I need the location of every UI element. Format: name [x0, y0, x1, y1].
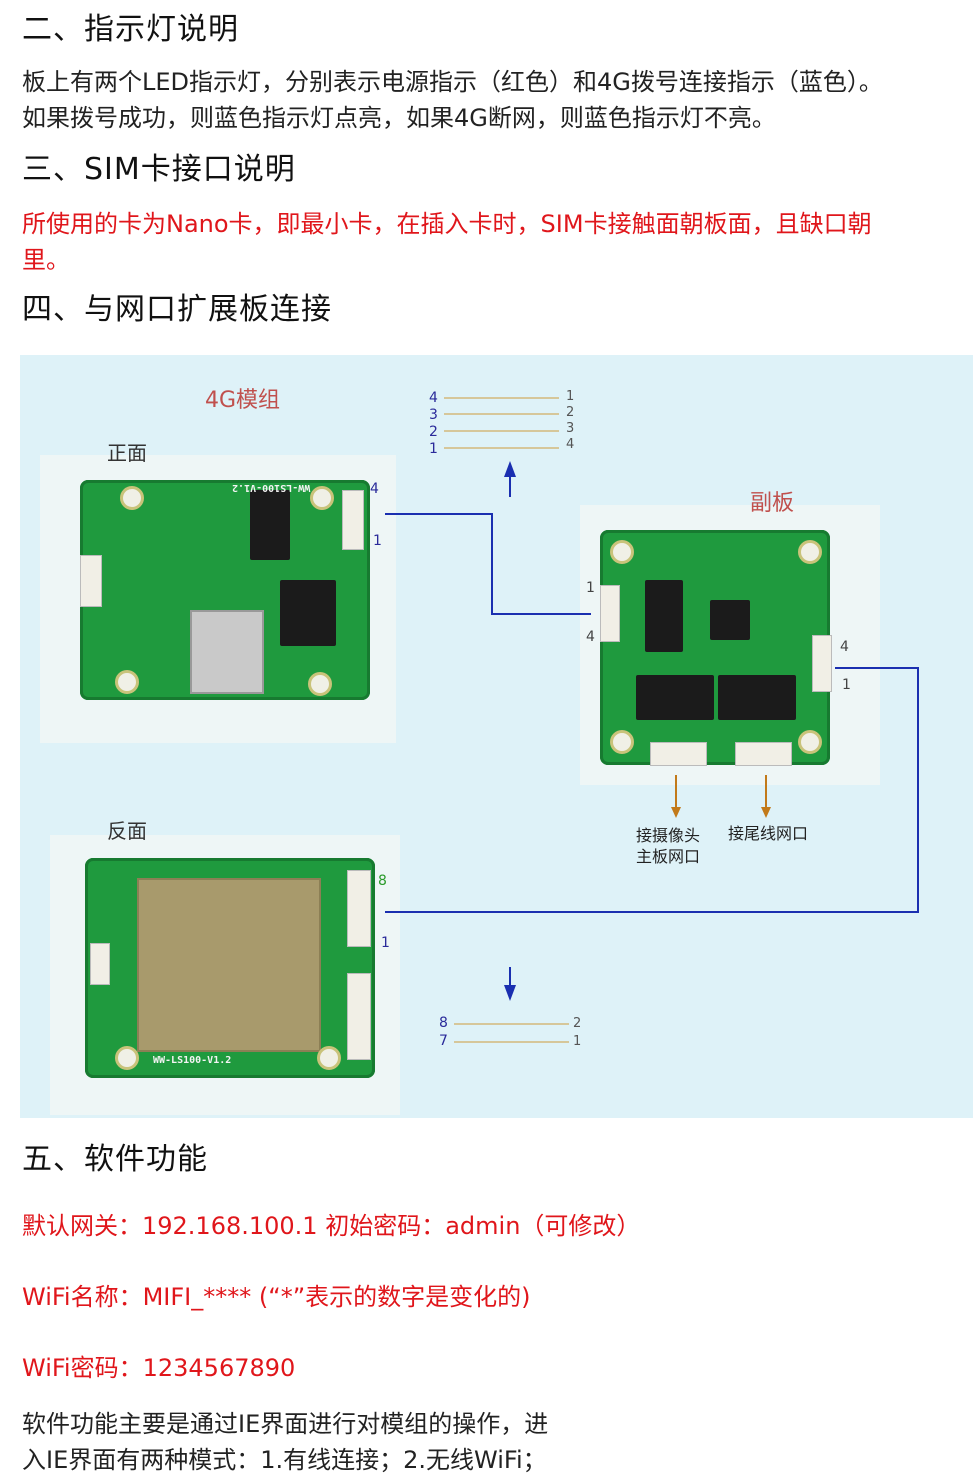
back-board: WW-LS100-V1.2: [85, 858, 375, 1078]
connection-line-top: [385, 513, 493, 515]
caption-camera-2: 主板网口: [636, 847, 701, 866]
arrow-down-orange-icon: [671, 775, 681, 818]
wire-right-2: 2: [566, 405, 575, 420]
wire-right-1b: 1: [573, 1034, 582, 1049]
led-text-2: 如果拨号成功，则蓝色指示灯点亮，如果4G断网，则蓝色指示灯不亮。: [22, 104, 776, 132]
software-text-1: 软件功能主要是通过IE界面进行对模组的操作，进: [22, 1410, 549, 1438]
front-label: 正面: [107, 441, 147, 465]
back-pin-8: 8: [378, 873, 387, 889]
wire-right-3: 3: [566, 421, 575, 436]
section-2-title: 二、指示灯说明: [22, 12, 239, 47]
sub-label: 副板: [750, 491, 795, 516]
wifi-name-text: WiFi名称：MIFI_**** (“*”表示的数字是变化的): [22, 1283, 531, 1311]
section-3-title: 三、SIM卡接口说明: [22, 152, 296, 187]
arrow-down-icon: [504, 967, 516, 1001]
software-text-2: 入IE界面有两种模式：1.有线连接；2.无线WiFi；: [22, 1446, 547, 1474]
connection-diagram: 4G模组 正面 副板 反面 WW-LS100-V1.2 4 1 1 4 4 1 …: [20, 355, 973, 1118]
caption-camera-1: 接摄像头: [636, 826, 701, 845]
wire-left-1: 1: [429, 441, 438, 457]
back-label: 反面: [107, 819, 147, 843]
wire-left-8: 8: [439, 1015, 448, 1031]
section-5-title: 五、软件功能: [22, 1142, 208, 1177]
led-text-1: 板上有两个LED指示灯，分别表示电源指示（红色）和4G拨号连接指示（蓝色）。: [22, 68, 883, 96]
back-board-silkscreen: WW-LS100-V1.2: [153, 1055, 232, 1066]
sub-left-pin-4: 4: [586, 629, 595, 645]
section-4-title: 四、与网口扩展板连接: [22, 292, 332, 327]
module-shield: [137, 878, 321, 1052]
arrow-up-icon: [504, 461, 516, 497]
front-pin-1: 1: [373, 533, 382, 549]
back-pin-1: 1: [381, 935, 390, 951]
front-pin-4: 4: [370, 481, 379, 497]
arrows: [504, 461, 771, 1001]
sub-right-pin-4: 4: [840, 639, 849, 655]
module-label: 4G模组: [205, 388, 281, 413]
sub-board: [600, 530, 832, 766]
front-board: WW-LS100-V1.2: [80, 480, 370, 700]
wire-right-4: 4: [566, 437, 575, 452]
wire-left-3: 3: [429, 407, 438, 423]
connection-line-bottom: [835, 667, 919, 669]
gateway-text: 默认网关：192.168.100.1 初始密码：admin（可修改）: [22, 1212, 641, 1240]
wire-left-2: 2: [429, 424, 438, 440]
wifi-password-text: WiFi密码：1234567890: [22, 1354, 296, 1382]
wire-left-4: 4: [429, 390, 438, 406]
sub-left-pin-1: 1: [586, 580, 595, 596]
arrow-down-orange-icon: [761, 775, 771, 818]
caption-tail: 接尾线网口: [728, 824, 809, 843]
sub-right-pin-1: 1: [842, 677, 851, 693]
sim-text-1: 所使用的卡为Nano卡，即最小卡，在插入卡时，SIM卡接触面朝板面，且缺口朝: [22, 210, 872, 238]
wire-right-2b: 2: [573, 1016, 582, 1031]
wire-right-1: 1: [566, 389, 575, 404]
sim-text-2: 里。: [22, 246, 70, 274]
wire-left-7: 7: [439, 1033, 448, 1049]
